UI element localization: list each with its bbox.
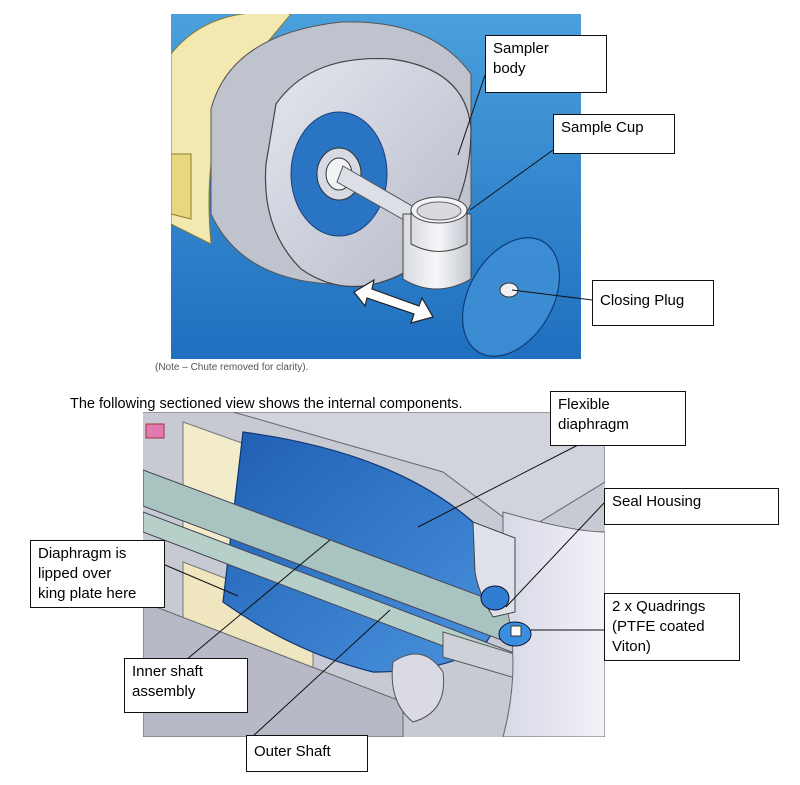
label-quadrings: 2 x Quadrings (PTFE coated Viton) <box>604 593 740 661</box>
label-seal-housing: Seal Housing <box>604 488 779 525</box>
label-sampler-body: Sampler body <box>485 35 607 93</box>
label-flexible-diaphragm: Flexible diaphragm <box>550 391 686 446</box>
sample-cup <box>402 196 472 290</box>
movement-arrow <box>353 278 434 324</box>
section-caption: The following sectioned view shows the i… <box>70 396 463 412</box>
label-closing-plug: Closing Plug <box>592 280 714 326</box>
label-sample-cup: Sample Cup <box>553 114 675 154</box>
label-diaphragm-lipped: Diaphragm is lipped over king plate here <box>30 540 165 608</box>
chute-note: (Note – Chute removed for clarity). <box>155 362 309 373</box>
red-marker-1 <box>145 423 165 439</box>
label-inner-shaft: Inner shaft assembly <box>124 658 248 713</box>
blue-seal <box>480 585 510 611</box>
label-outer-shaft: Outer Shaft <box>246 735 368 772</box>
